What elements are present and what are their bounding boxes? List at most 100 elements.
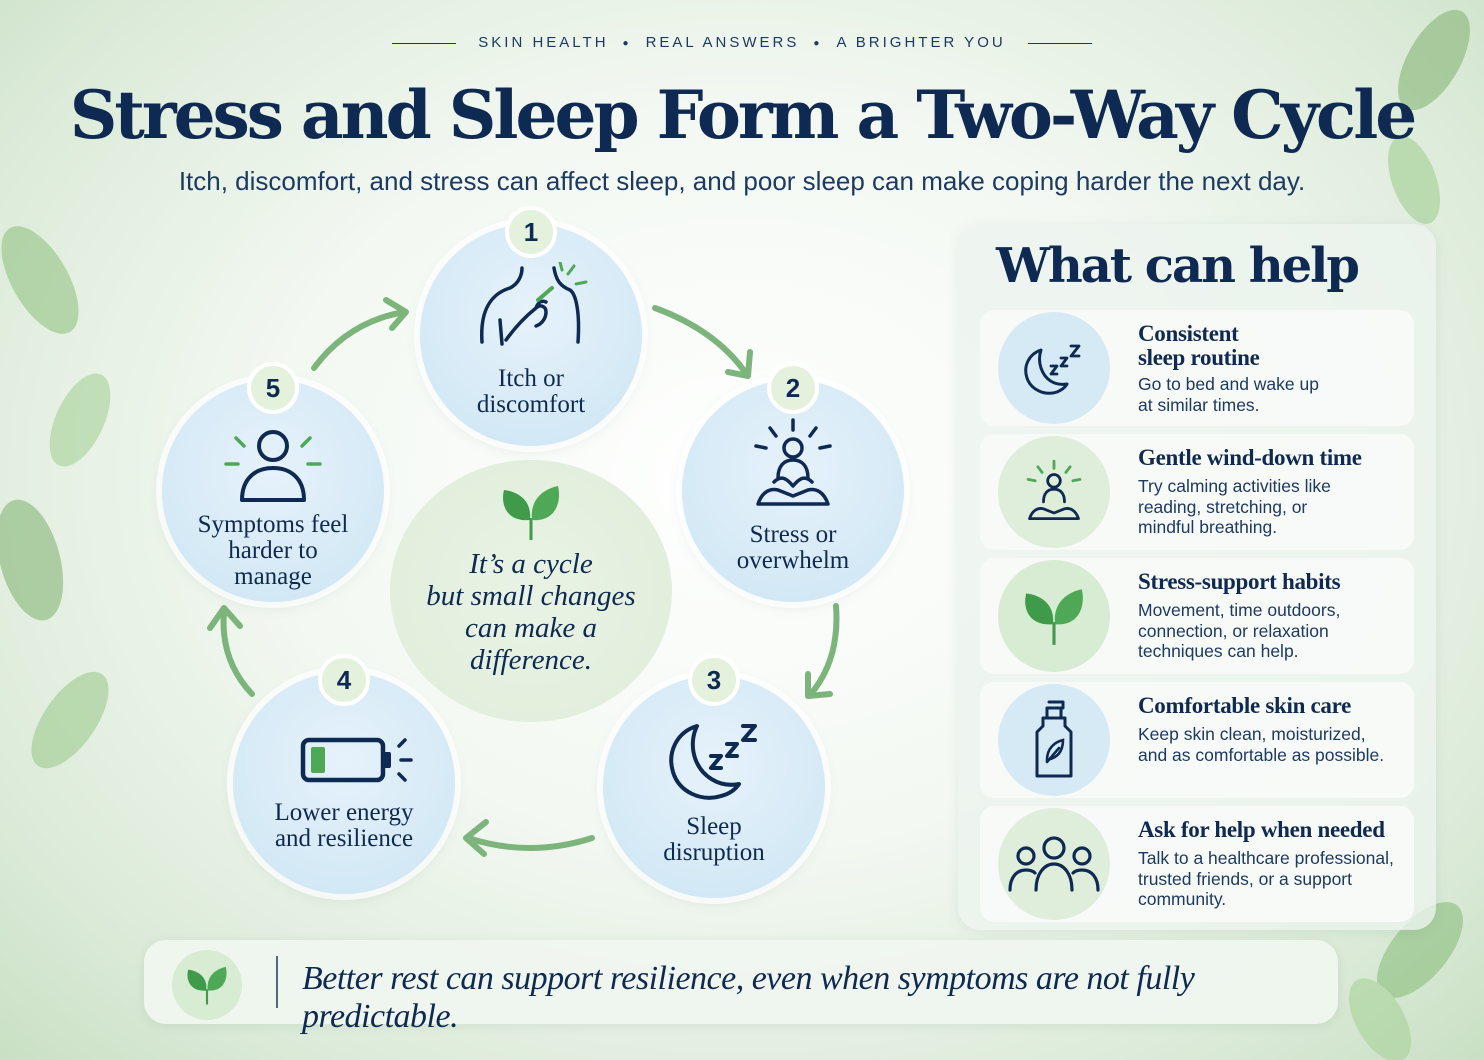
card-body-line: and as comfortable as possible.	[1138, 744, 1385, 765]
kicker-rule-right	[1027, 42, 1092, 44]
step-number-badge: 1	[509, 210, 553, 254]
background-leaves-right	[1388, 9, 1470, 224]
step-label-line: manage	[234, 563, 312, 590]
card-title-line: Comfortable skin care	[1138, 693, 1352, 718]
step-label: Lower energy and resilience	[233, 800, 455, 852]
meditation-icon	[1026, 459, 1082, 520]
card-body: Movement, time outdoors, connection, or …	[1138, 600, 1414, 662]
help-panel: What can help Consistent sleep routine G…	[958, 224, 1436, 930]
footer-banner: Better rest can support resilience, even…	[144, 940, 1338, 1035]
footer-text: Better rest can support resilience, even…	[302, 960, 1195, 1035]
help-item-wind-down: Gentle wind-down time Try calming activi…	[980, 434, 1414, 550]
leaf-sprout-icon	[1025, 589, 1083, 645]
card-title: Comfortable skin care	[1138, 694, 1408, 718]
background-leaves-left	[0, 226, 111, 769]
card-icon-circle	[998, 684, 1110, 796]
card-title-line: sleep routine	[1138, 345, 1260, 370]
help-item-stress-support: Stress-support habits Movement, time out…	[980, 558, 1414, 674]
step-label-line: Itch or	[498, 365, 564, 392]
center-line: difference.	[469, 644, 593, 676]
card-icon-circle	[998, 436, 1110, 548]
kicker-real-answers: REAL ANSWERS	[645, 34, 800, 51]
page-subtitle: Itch, discomfort, and stress can affect …	[178, 166, 1306, 196]
step-label-line: overwhelm	[736, 547, 850, 574]
card-body: Keep skin clean, moisturized, and as com…	[1138, 724, 1414, 765]
step-number-badge: 4	[322, 658, 366, 702]
arrow-3-to-4	[465, 835, 595, 851]
meditation-icon	[754, 418, 832, 506]
card-body-line: Movement, time outdoors,	[1138, 600, 1341, 620]
card-title: Consistent sleep routine	[1138, 322, 1408, 370]
kicker-brighter-you: A BRIGHTER YOU	[836, 34, 1006, 51]
low-battery-icon	[300, 737, 413, 783]
arrow-2-to-3	[807, 603, 840, 698]
cycle-step-5: Symptoms feel harder to manage	[162, 380, 384, 602]
leaf-sprout-icon	[187, 966, 227, 1005]
kicker-dot: ●	[813, 37, 823, 49]
center-line: can make a	[464, 612, 598, 644]
card-title-line: Gentle wind-down time	[1138, 445, 1362, 470]
arrow-5-to-1	[311, 309, 407, 371]
card-body-line: community.	[1138, 889, 1227, 909]
card-title: Ask for help when needed	[1138, 818, 1408, 842]
kicker-dot: ●	[622, 37, 632, 49]
step-label-line: discomfort	[476, 391, 586, 418]
scratching-shoulder-icon	[480, 262, 588, 346]
step-label-line: Stress or	[749, 521, 837, 548]
help-panel-title: What can help	[996, 238, 1360, 294]
help-item-sleep-routine: Consistent sleep routine Go to bed and w…	[980, 310, 1414, 426]
cycle-step-1: Itch or discomfort	[420, 224, 642, 446]
cycle-arrows	[207, 297, 840, 857]
kicker-rule-left	[392, 42, 457, 44]
kicker-line: SKIN HEALTH ● REAL ANSWERS ● A BRIGHTER YOU	[0, 34, 1484, 51]
moon-zzz-icon	[669, 724, 757, 800]
center-line: but small changes	[426, 580, 636, 612]
step-label: Sleep disruption	[603, 814, 825, 866]
banner-icon-circle	[172, 950, 242, 1020]
step-label-line: Sleep	[686, 813, 742, 840]
cycle-center-text: It’s a cycle but small changes can make …	[390, 548, 672, 676]
cycle-step-4: Lower energy and resilience	[233, 672, 455, 894]
step-number-badge: 3	[692, 658, 736, 702]
card-icon-circle	[998, 560, 1110, 672]
cycle-step-2: Stress or overwhelm	[682, 380, 904, 602]
arrow-4-to-5	[220, 609, 255, 697]
card-icon-circle	[998, 808, 1110, 920]
step-label: Itch or discomfort	[420, 366, 642, 418]
card-body-line: mindful breathing.	[1138, 517, 1278, 537]
help-item-ask-for-help: Ask for help when needed Talk to a healt…	[980, 806, 1414, 922]
banner-divider	[276, 956, 278, 1008]
card-body-line: at similar times.	[1138, 394, 1260, 415]
step-number-badge: 2	[771, 366, 815, 410]
card-body-line: Talk to a healthcare professional,	[1138, 848, 1394, 868]
card-body: Try calming activities like reading, str…	[1138, 476, 1414, 538]
lotion-bottle-icon	[1035, 700, 1073, 778]
leaf-sprout-icon	[503, 486, 559, 540]
moon-zzz-icon	[1024, 344, 1081, 395]
card-title-line: Ask for help when needed	[1138, 817, 1385, 842]
card-icon-circle	[998, 312, 1110, 424]
help-item-skin-care: Comfortable skin care Keep skin clean, m…	[980, 682, 1414, 798]
step-label: Symptoms feel harder to manage	[162, 512, 384, 590]
cycle-center: It’s a cycle but small changes can make …	[390, 460, 672, 722]
card-body: Go to bed and wake up at similar times.	[1138, 374, 1414, 415]
step-label-line: Lower energy	[274, 799, 414, 826]
card-body-line: connection, or relaxation	[1138, 620, 1329, 641]
step-number-badge: 5	[251, 366, 295, 410]
step-label-line: disruption	[663, 839, 765, 866]
step-label-line: harder to	[228, 537, 318, 564]
group-people-icon	[1008, 836, 1100, 892]
arrow-1-to-2	[652, 305, 748, 375]
cycle-step-3: Sleep disruption	[603, 676, 825, 898]
card-body-line: reading, stretching, or	[1138, 496, 1308, 517]
card-body-line: Keep skin clean, moisturized,	[1138, 724, 1366, 744]
step-label: Stress or overwhelm	[682, 522, 904, 574]
kicker-skin-health: SKIN HEALTH	[478, 34, 609, 51]
person-strain-icon	[224, 430, 322, 502]
card-title-line: Stress-support habits	[1138, 569, 1341, 594]
step-label-line: Symptoms feel	[197, 511, 349, 538]
card-body-line: techniques can help.	[1138, 641, 1299, 661]
card-body-line: trusted friends, or a support	[1138, 868, 1352, 889]
background-leaves-bottom	[1349, 902, 1464, 1060]
card-title-line: Consistent	[1138, 321, 1239, 346]
